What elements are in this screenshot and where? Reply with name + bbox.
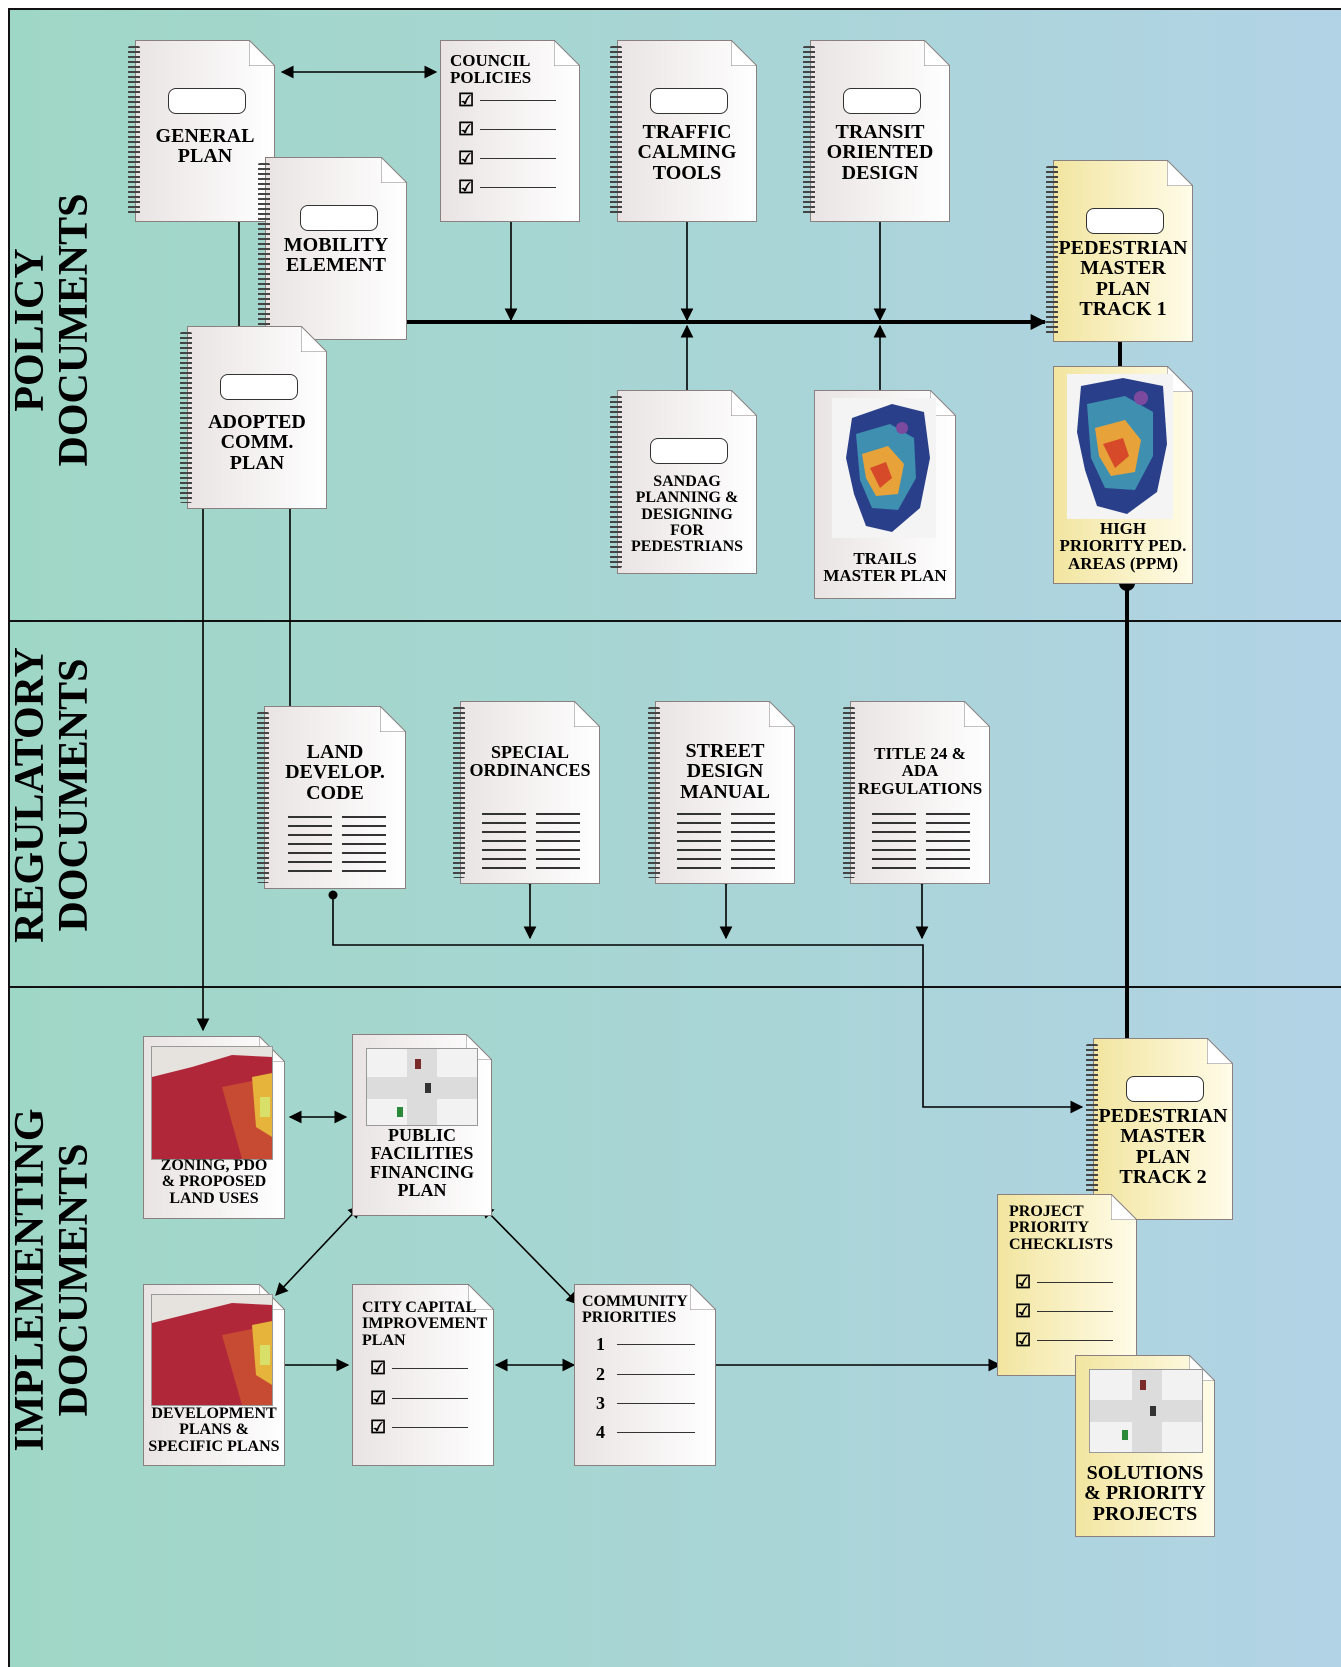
checkbox-tick-icon: ☑: [458, 119, 475, 139]
project-priority-checklists-label: PROJECT PRIORITY CHECKLISTS: [1009, 1203, 1114, 1253]
checkbox-tick-icon: ☑: [458, 177, 475, 197]
zoning-pdo-label: ZONING, PDO & PROPOSED LAND USES: [160, 1157, 268, 1207]
public-facilities-label: PUBLIC FACILITIES FINANCING PLAN: [369, 1125, 474, 1201]
intersection-diagram-image: [366, 1048, 478, 1126]
title24-ada-doc[interactable]: TITLE 24 & ADA REGULATIONS: [843, 701, 990, 884]
checkbox-tick-icon: ☑: [1015, 1301, 1032, 1321]
checkbox-tick-icon: ☑: [370, 1358, 387, 1378]
checkbox-tick-icon: ☑: [370, 1388, 387, 1408]
checklist-item: ☑: [1015, 1330, 1114, 1351]
priority-item: 2: [596, 1364, 695, 1385]
transit-oriented-label: TRANSIT ORIENTED DESIGN: [826, 121, 934, 184]
checkbox-tick-icon: ☑: [458, 148, 475, 168]
community-priorities-label: COMMUNITY PRIORITIES: [582, 1293, 688, 1327]
adopted-comm-plan-doc[interactable]: ADOPTED COMM. PLAN: [180, 326, 327, 509]
community-priorities-doc[interactable]: COMMUNITY PRIORITIES 1 2 3 4: [574, 1284, 716, 1466]
checklist-item: ☑: [370, 1388, 469, 1409]
priority-item: 4: [596, 1422, 695, 1443]
council-policies-doc[interactable]: COUNCIL POLICIES ☑ ☑ ☑ ☑: [440, 40, 580, 222]
project-priority-checklists-doc[interactable]: PROJECT PRIORITY CHECKLISTS ☑ ☑ ☑: [997, 1194, 1137, 1376]
sandag-doc[interactable]: SANDAG PLANNING & DESIGNING FOR PEDESTRI…: [610, 390, 757, 574]
checklist-item: ☑: [458, 177, 557, 198]
ped-master-plan-track2-doc[interactable]: PEDESTRIAN MASTER PLAN TRACK 2: [1086, 1038, 1233, 1220]
special-ordinances-label: SPECIAL ORDINANCES: [469, 742, 591, 781]
checklist-item: ☑: [458, 148, 557, 169]
development-plans-doc[interactable]: DEVELOPMENT PLANS & SPECIFIC PLANS: [143, 1284, 285, 1466]
zoning-map-image: [151, 1046, 273, 1160]
checklist-item: ☑: [370, 1417, 469, 1438]
trails-master-plan-label: TRAILS MASTER PLAN: [823, 549, 947, 586]
checklist-item: ☑: [458, 119, 557, 140]
land-develop-code-label: LAND DEVELOP. CODE: [285, 741, 385, 804]
checkbox-tick-icon: ☑: [1015, 1272, 1032, 1292]
street-design-manual-label: STREET DESIGN MANUAL: [680, 740, 770, 803]
land-develop-code-doc[interactable]: LAND DEVELOP. CODE: [257, 706, 406, 889]
transit-oriented-doc[interactable]: TRANSIT ORIENTED DESIGN: [803, 40, 950, 222]
title24-ada-label: TITLE 24 & ADA REGULATIONS: [857, 744, 983, 798]
city-capital-label: CITY CAPITAL IMPROVEMENT PLAN: [362, 1299, 488, 1349]
public-facilities-doc[interactable]: PUBLIC FACILITIES FINANCING PLAN: [352, 1034, 492, 1216]
zoning-pdo-doc[interactable]: ZONING, PDO & PROPOSED LAND USES: [143, 1036, 285, 1219]
traffic-calming-label: TRAFFIC CALMING TOOLS: [637, 121, 737, 184]
solutions-priority-projects-doc[interactable]: SOLUTIONS & PRIORITY PROJECTS: [1075, 1355, 1215, 1537]
county-map-image: [832, 398, 936, 538]
adopted-comm-plan-label: ADOPTED COMM. PLAN: [208, 411, 306, 474]
checklist-item: ☑: [1015, 1272, 1114, 1293]
solutions-priority-projects-label: SOLUTIONS & PRIORITY PROJECTS: [1084, 1462, 1206, 1525]
development-map-image: [151, 1294, 273, 1406]
sandag-label: SANDAG PLANNING & DESIGNING FOR PEDESTRI…: [630, 473, 744, 556]
traffic-calming-doc[interactable]: TRAFFIC CALMING TOOLS: [610, 40, 757, 222]
general-plan-doc[interactable]: GENERAL PLAN: [128, 40, 275, 222]
general-plan-label: GENERAL PLAN: [155, 125, 255, 168]
ped-master-plan-track2-label: PEDESTRIAN MASTER PLAN TRACK 2: [1098, 1105, 1228, 1189]
mobility-element-label: MOBILITY ELEMENT: [283, 234, 389, 277]
ped-master-plan-track1-label: PEDESTRIAN MASTER PLAN TRACK 1: [1058, 237, 1188, 321]
priority-item: 3: [596, 1393, 695, 1414]
council-policies-label: COUNCIL POLICIES: [450, 51, 532, 88]
high-priority-ped-areas-label: HIGH PRIORITY PED. AREAS (PPM): [1059, 519, 1187, 573]
trails-master-plan-doc[interactable]: TRAILS MASTER PLAN: [814, 390, 956, 599]
checklist-item: ☑: [458, 90, 557, 111]
priority-item: 1: [596, 1334, 695, 1355]
street-design-manual-doc[interactable]: STREET DESIGN MANUAL: [648, 701, 795, 884]
high-priority-ped-areas-doc[interactable]: HIGH PRIORITY PED. AREAS (PPM): [1053, 366, 1193, 584]
checklist-item: ☑: [370, 1358, 469, 1379]
checklist-item: ☑: [1015, 1301, 1114, 1322]
county-map-image: [1067, 374, 1173, 519]
mobility-element-doc[interactable]: MOBILITY ELEMENT: [258, 157, 407, 340]
special-ordinances-doc[interactable]: SPECIAL ORDINANCES: [453, 701, 600, 884]
development-plans-label: DEVELOPMENT PLANS & SPECIFIC PLANS: [148, 1405, 280, 1455]
ped-master-plan-track1-doc[interactable]: PEDESTRIAN MASTER PLAN TRACK 1: [1046, 160, 1193, 342]
checkbox-tick-icon: ☑: [1015, 1330, 1032, 1350]
checkbox-tick-icon: ☑: [458, 90, 475, 110]
checkbox-tick-icon: ☑: [370, 1417, 387, 1437]
intersection-diagram-image: [1089, 1369, 1203, 1453]
city-capital-doc[interactable]: CITY CAPITAL IMPROVEMENT PLAN ☑ ☑ ☑: [352, 1284, 494, 1466]
